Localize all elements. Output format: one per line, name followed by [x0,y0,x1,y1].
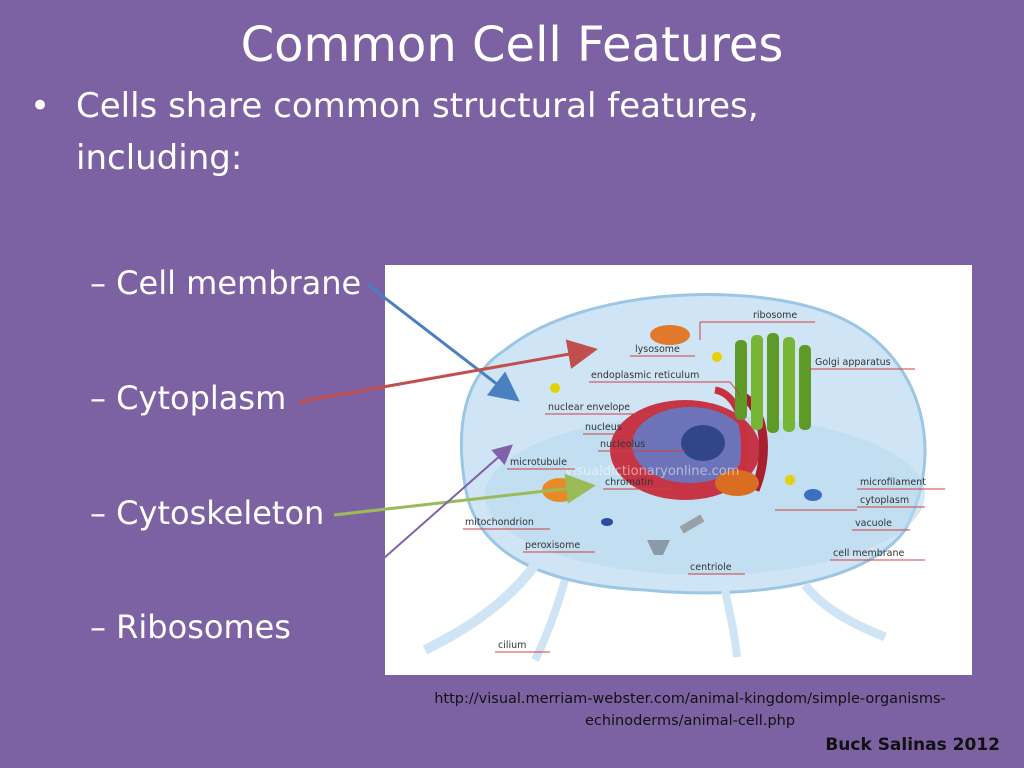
author-credit: Buck Salinas 2012 [825,735,1000,755]
label-cell-membrane: cell membrane [833,548,904,559]
label-centriole: centriole [690,562,732,573]
nucleolus-shape [681,425,725,461]
label-microfilament: microfilament [860,477,926,488]
label-ribosome: ribosome [753,310,797,321]
label-peroxisome: peroxisome [525,540,580,551]
subitem-ribosomes: – Ribosomes [90,608,291,646]
label-er: endoplasmic reticulum [591,370,699,381]
bullet-marker: • [30,86,51,126]
label-microtubule: microtubule [510,457,567,468]
label-nucleus: nucleus [585,422,622,433]
source-url[interactable]: http://visual.merriam-webster.com/animal… [434,691,946,729]
bullet-text: Cells share common structural features, … [76,86,759,178]
golgi-shape [735,333,811,433]
arrow-cytoskeleton [333,473,596,517]
label-leader-lines [463,321,945,653]
label-cilium: cilium [498,640,526,651]
peroxisome-shape [601,518,613,526]
subitem-cell-membrane: – Cell membrane [90,264,362,302]
label-nuclear-envelope: nuclear envelope [548,402,630,413]
slide-title: Common Cell Features [240,17,784,73]
label-chromatin: chromatin [605,477,653,488]
cilium-shape [422,561,539,655]
arrow-cytoplasm [297,339,598,404]
label-lysosome: lysosome [635,344,680,355]
label-cytoplasm: cytoplasm [860,495,909,506]
lysosome-shape [650,325,690,345]
vacuole-shape [804,489,822,501]
arrow-ribosomes [307,444,514,626]
centriole-shape [679,514,705,534]
label-nucleolus: nucleolus [600,439,645,450]
label-vacuole: vacuole [855,518,892,529]
subitem-cytoskeleton: – Cytoskeleton [90,494,325,532]
arrow-cell-membrane [367,283,520,402]
label-golgi: Golgi apparatus [815,357,891,368]
subitem-cytoplasm: – Cytoplasm [90,379,287,417]
diagram-watermark: visualdictionaryonline.com [565,464,739,479]
label-mitochondrion: mitochondrion [465,517,534,528]
